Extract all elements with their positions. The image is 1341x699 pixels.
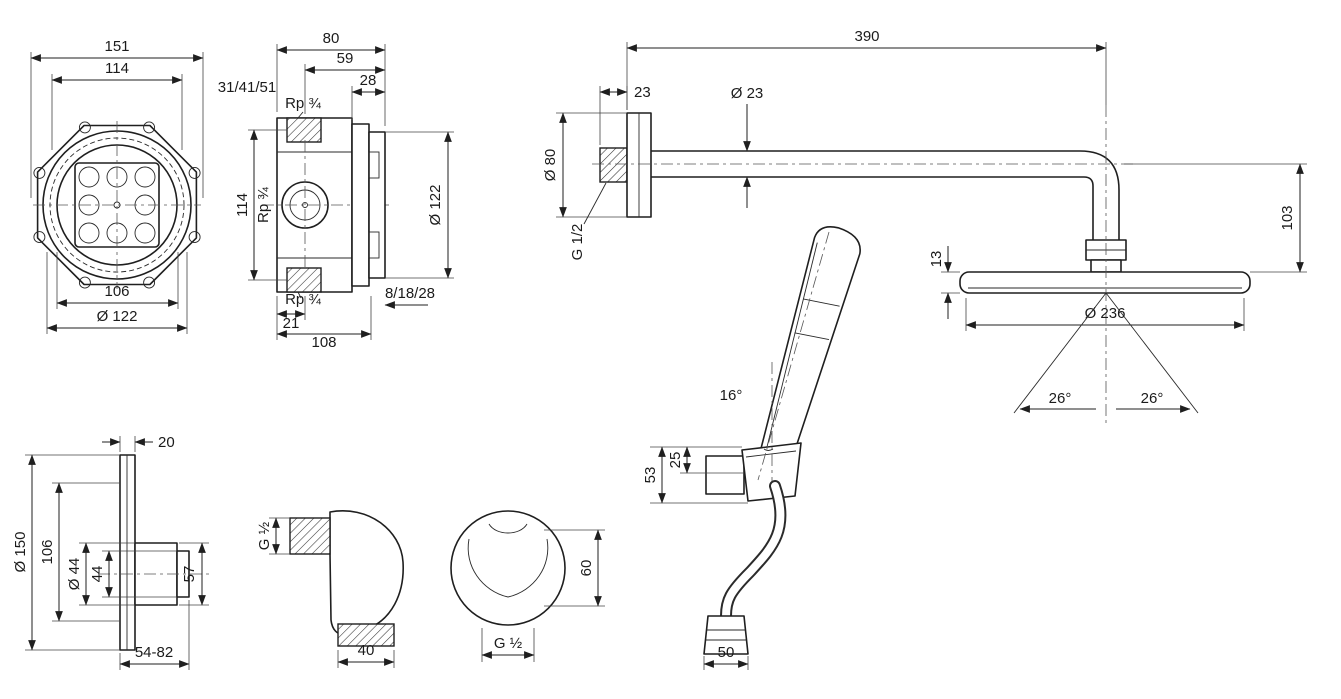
wall-outlet-side-view: G ½ 40 (256, 510, 404, 668)
dim-arm-g12: G 1/2 (569, 224, 586, 261)
shower-arm-head-view: 390 23 Ø 23 Ø 80 G 1/2 103 13 Ø 236 26° … (542, 28, 1307, 425)
dim-thermostat-d44: Ø 44 (66, 558, 83, 591)
dim-outlet-front-g12: G ½ (494, 635, 523, 652)
dim-ibox-front-151: 151 (104, 38, 129, 55)
dim-hose-50: 50 (718, 644, 735, 661)
dim-ibox-side-114: 114 (234, 193, 251, 217)
dim-spray-26-right: 26° (1141, 390, 1164, 407)
dim-thermostat-44: 44 (89, 566, 106, 583)
shower-arm-tube (651, 150, 1120, 240)
ibox-side-view: 80 59 28 31/41/51 Rp ¾ 114 Rp ¾ Rp ¾ 21 … (218, 30, 454, 351)
label-rp34-left: Rp ¾ (255, 187, 272, 223)
dim-ibox-front-d122: Ø 122 (97, 308, 138, 325)
label-rp34-top: Rp ¾ (285, 95, 321, 112)
dim-outlet-g12: G ½ (256, 521, 273, 550)
hand-shower-body (757, 225, 861, 479)
dim-thermostat-20: 20 (158, 434, 175, 451)
overhead-shower-plate (959, 271, 1251, 294)
outlet-front-circle (450, 510, 566, 626)
label-rp34-bottom: Rp ¾ (285, 291, 321, 308)
dim-head-13: 13 (928, 251, 945, 268)
dim-ibox-side-21: 21 (283, 315, 300, 332)
dim-ibox-side-59: 59 (337, 50, 354, 67)
dim-thermostat-106: 106 (39, 539, 56, 564)
hand-shower-view: 16° 53 25 50 (642, 225, 861, 670)
dim-arm-d23: Ø 23 (731, 85, 764, 102)
ibox-escutcheon-edge (368, 131, 386, 279)
dim-ibox-side-28: 28 (360, 72, 377, 89)
dim-holder-25: 25 (667, 452, 684, 469)
holder-bracket (705, 455, 745, 495)
outlet-thread (289, 517, 331, 555)
dim-ibox-side-tile-range: 8/18/28 (385, 285, 435, 302)
dim-head-d236: Ø 236 (1085, 305, 1126, 322)
dim-outlet-40: 40 (358, 642, 375, 659)
dim-ibox-front-106: 106 (104, 283, 129, 300)
dim-ibox-side-108: 108 (311, 334, 336, 351)
shower-holder (741, 442, 802, 502)
ibox-front-view: 151 114 106 Ø 122 (30, 38, 204, 334)
dim-holder-53: 53 (642, 467, 659, 484)
dim-ibox-side-d122: Ø 122 (427, 185, 444, 226)
dim-arm-d80: Ø 80 (542, 149, 559, 182)
thermostat-escutcheon (119, 454, 136, 651)
dim-holder-16deg: 16° (720, 387, 743, 404)
dim-thermostat-d150: Ø 150 (12, 532, 29, 573)
arm-wall-thread (599, 147, 628, 183)
dim-ibox-side-80: 80 (323, 30, 340, 47)
wall-outlet-front-view: 60 G ½ (450, 510, 605, 662)
hose-end-cone (703, 615, 749, 655)
ibox-front-plate (351, 123, 370, 287)
dim-thermostat-57: 57 (181, 566, 198, 583)
dim-thermostat-range: 54-82 (135, 644, 173, 661)
dim-ibox-side-depths: 31/41/51 (218, 79, 276, 96)
dim-outlet-60: 60 (578, 560, 595, 577)
thermostat-view: 20 Ø 150 106 Ø 44 44 57 54-82 (12, 434, 212, 670)
dim-arm-23: 23 (634, 84, 651, 101)
dim-ibox-front-114: 114 (105, 60, 129, 77)
dim-arm-103: 103 (1279, 205, 1296, 230)
dim-spray-26-left: 26° (1049, 390, 1072, 407)
dim-arm-390: 390 (854, 28, 879, 45)
outlet-body (329, 510, 404, 636)
